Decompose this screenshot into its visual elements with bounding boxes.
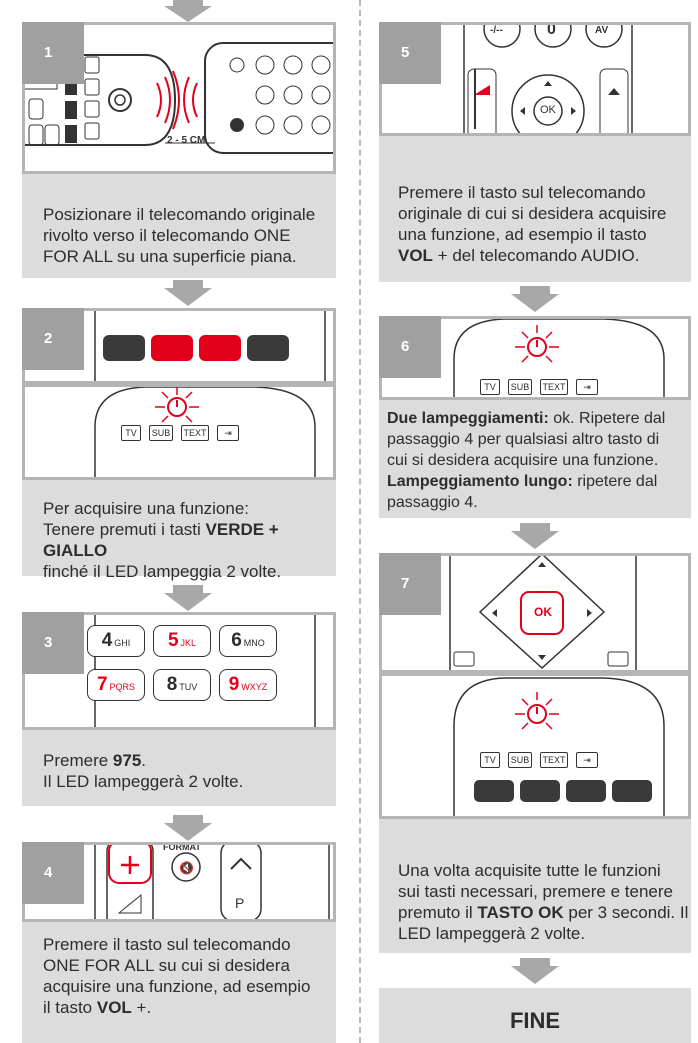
tv-button: TV (121, 425, 141, 441)
keypad-letters: PQRS (109, 682, 136, 692)
step-1-instruction: Posizionare il telecomando originale riv… (43, 205, 316, 266)
zero-button: 0 (547, 22, 556, 38)
keypad-digit: 7 (96, 674, 108, 695)
step-2-instruction: Per acquisire una funzione: Tenere premu… (43, 499, 282, 581)
down-arrow-icon (511, 958, 559, 984)
input-source-icon: ⇥ (576, 379, 598, 395)
minus-dash-button: -/-- (490, 25, 503, 36)
fine-panel (379, 988, 691, 1043)
sub-button: SUB (508, 752, 532, 768)
step-number-badge: 3 (22, 612, 84, 674)
sub-button: SUB (149, 425, 173, 441)
step-5-instruction: Premere il tasto sul telecomando origina… (398, 183, 667, 265)
keypad-letters: JKL (180, 638, 197, 648)
av-button: AV (595, 25, 609, 36)
ok-button: OK (540, 104, 556, 116)
tv-button: TV (480, 752, 500, 768)
input-source-icon: ⇥ (217, 425, 239, 441)
step-number-badge: 6 (379, 316, 441, 378)
step-3-instruction: Premere 975. Il LED lampeggerà 2 volte. (43, 751, 244, 791)
ok-button: OK (534, 605, 552, 619)
keypad-letters: TUV (179, 682, 198, 692)
keypad-digit: 9 (228, 674, 240, 695)
fine-label: FINE (509, 1008, 561, 1033)
step-6-instruction: Due lampeggiamenti: ok. Ripetere dal pas… (387, 410, 666, 511)
keypad-digit: 4 (101, 630, 113, 651)
down-arrow-icon (164, 0, 212, 22)
p-label: P (235, 895, 245, 911)
step-7-instruction: Una volta acquisite tutte le funzioni su… (398, 861, 689, 943)
step-number-badge: 1 (22, 22, 84, 84)
down-arrow-icon (164, 280, 212, 306)
keypad-digit: 5 (167, 630, 179, 651)
down-arrow-icon (511, 286, 559, 312)
sub-button: SUB (508, 379, 532, 395)
input-source-icon: ⇥ (576, 752, 598, 768)
distance-label: 2 - 5 CM (167, 135, 206, 146)
keypad-letters: GHI (114, 638, 131, 648)
step-number-badge: 2 (22, 308, 84, 370)
format-label: FORMAT (163, 842, 201, 852)
keypad-letters: MNO (243, 638, 265, 648)
down-arrow-icon (164, 585, 212, 611)
down-arrow-icon (511, 523, 559, 549)
step-number-badge: 7 (379, 553, 441, 615)
step-number-badge: 4 (22, 842, 84, 904)
column-divider (359, 0, 361, 1043)
keypad-letters: WXYZ (241, 682, 268, 692)
keypad-digit: 8 (166, 674, 178, 695)
svg-text:🔇: 🔇 (179, 861, 194, 875)
step-number-badge: 5 (379, 22, 441, 84)
step-2-led-illustration: TV SUB TEXT ⇥ (22, 384, 336, 480)
text-button: TEXT (540, 752, 568, 768)
tv-button: TV (480, 379, 500, 395)
keypad-digit: 6 (231, 630, 242, 651)
text-button: TEXT (181, 425, 209, 441)
down-arrow-icon (164, 815, 212, 841)
step-4-instruction: Premere il tasto sul telecomando ONE FOR… (43, 935, 311, 1017)
step-7-led-illustration: TV SUB TEXT ⇥ (379, 673, 691, 819)
text-button: TEXT (540, 379, 568, 395)
